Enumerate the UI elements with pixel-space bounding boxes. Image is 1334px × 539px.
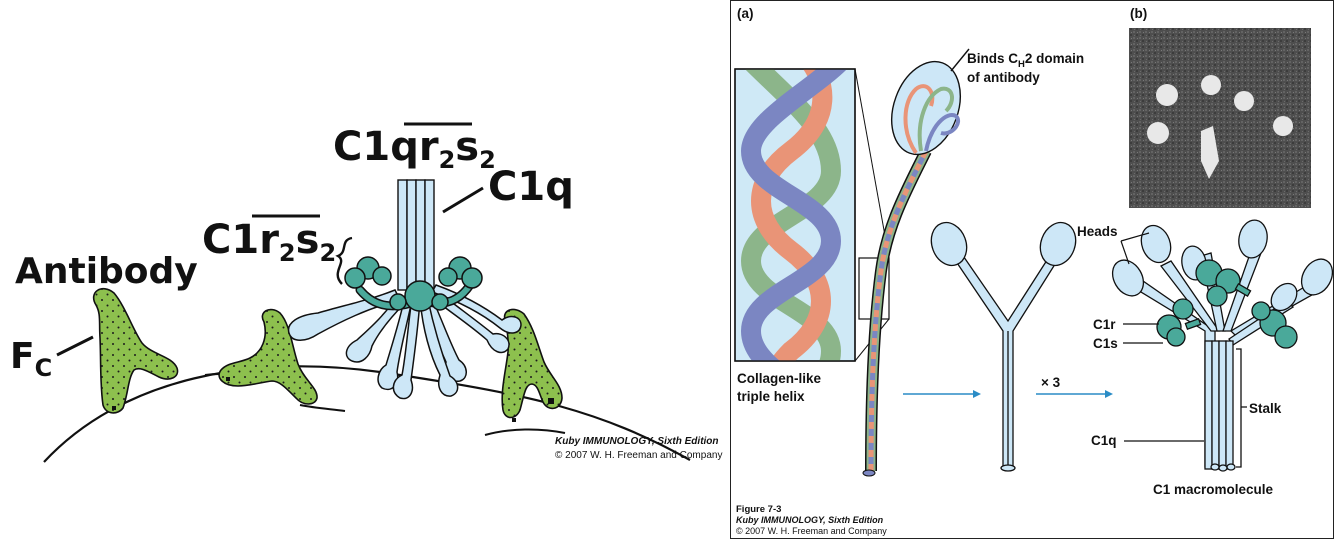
- cell-membrane: [43, 365, 691, 463]
- c1-binding-svg: C1qr2s2 C1q C1r2s2 Antibody FC Kuby IMMU…: [10, 122, 722, 463]
- c1r2s2-brace: [335, 236, 353, 285]
- c1q-stalk: [397, 179, 435, 291]
- membrane-segment: [299, 404, 346, 412]
- stalk-label: Stalk: [1249, 401, 1282, 416]
- binds-ch2-label-line2: of antibody: [967, 70, 1040, 85]
- electron-micrograph: [1129, 28, 1311, 208]
- binds-leader: [950, 48, 970, 72]
- collagen-label-line1: Collagen-like: [737, 371, 822, 386]
- c1r2s2-label: C1r2s2: [202, 217, 336, 267]
- c1-macromolecule: [1111, 219, 1333, 472]
- y-unit-head-right: [1039, 221, 1077, 267]
- c1-structure-svg: (a) (b) Binds CH2 domain of antibody Col…: [734, 6, 1333, 536]
- c1s-label: C1s: [1093, 336, 1118, 351]
- binds-ch2-label: Binds CH2 domain: [967, 51, 1084, 70]
- c1r-label: C1r: [1093, 317, 1116, 332]
- arrow-2: [1036, 390, 1113, 398]
- c1qr2s2-label: C1qr2s2: [333, 124, 496, 174]
- heads-leader: [1120, 232, 1150, 265]
- collagen-label-line2: triple helix: [737, 389, 805, 404]
- c1q-y-unit: [930, 221, 1077, 472]
- c1-binding-illustration: C1qr2s2 C1q C1r2s2 Antibody FC Kuby IMMU…: [10, 122, 722, 463]
- times-three-label: × 3: [1041, 375, 1061, 390]
- antibody-label: Antibody: [15, 251, 198, 292]
- zoom-line: [854, 68, 890, 259]
- c1-head: [1300, 258, 1333, 296]
- c1q-leader-line: [442, 186, 484, 214]
- figure-credit-title: Kuby IMMUNOLOGY, Sixth Edition: [736, 515, 884, 525]
- left-credit-title: Kuby IMMUNOLOGY, Sixth Edition: [555, 436, 719, 447]
- stalk-bracket: [1236, 348, 1247, 468]
- c1q-right-label: C1q: [1091, 433, 1117, 448]
- heads-label: Heads: [1077, 224, 1118, 239]
- c1r2s2-complex: [344, 256, 483, 312]
- antibody-1: [92, 288, 179, 414]
- arrow-1: [903, 390, 981, 398]
- c1-head: [1111, 259, 1145, 297]
- membrane-segment: [484, 428, 566, 436]
- c1-macromolecule-label: C1 macromolecule: [1153, 482, 1274, 497]
- collagen-helix-zoom: [734, 68, 856, 362]
- left-credit-copyright: © 2007 W. H. Freeman and Company: [555, 450, 722, 461]
- fc-leader-line: [56, 335, 94, 357]
- panel-b-label: (b): [1130, 6, 1147, 21]
- c1-structure-figure: (a) (b) Binds CH2 domain of antibody Col…: [730, 0, 1334, 539]
- panel-a-label: (a): [737, 6, 754, 21]
- y-unit-head-left: [930, 221, 968, 267]
- antibody-3: [501, 308, 563, 419]
- figure-credit-copyright: © 2007 W. H. Freeman and Company: [736, 526, 887, 536]
- figure-number: Figure 7-3: [736, 504, 781, 515]
- c1q-label: C1q: [488, 164, 574, 210]
- fc-label: FC: [10, 336, 52, 382]
- c1-head: [1270, 282, 1298, 312]
- c1q-single-chain: [862, 60, 961, 477]
- c1-head: [1140, 224, 1172, 264]
- c1-head: [1238, 219, 1268, 259]
